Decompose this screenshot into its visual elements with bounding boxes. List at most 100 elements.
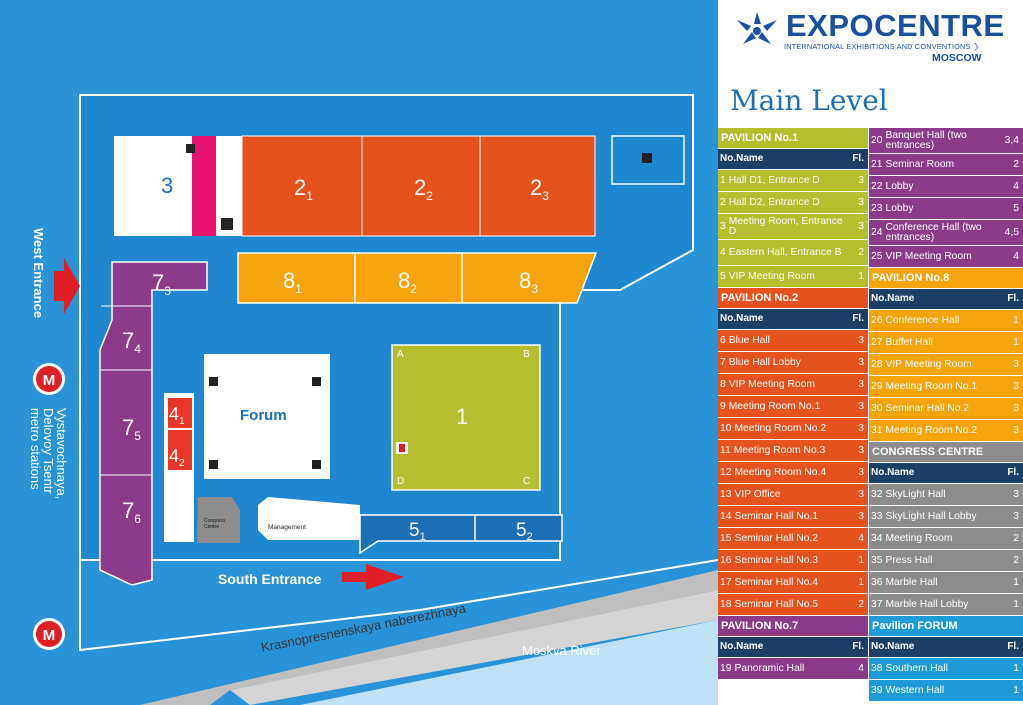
fence-south [79,559,718,652]
header-name: Name [887,467,915,478]
hall-2-2[interactable] [361,135,481,237]
service-building [611,135,685,185]
header-name: Name [736,641,764,652]
pavilion-3-lobby [192,136,216,236]
hall-5-1-label: 51 [409,520,426,543]
hall-2-3-label: 23 [530,175,549,203]
header-no: No. [871,467,888,478]
south-entrance-arrow [342,564,404,590]
management-label: Management [268,524,306,531]
congress-centre[interactable] [197,497,240,543]
road [230,590,718,705]
hall-1-label: 1 [456,404,468,429]
pavilion-1[interactable] [391,344,541,491]
pavilion-3[interactable] [114,136,192,236]
hall-2-2-label: 22 [414,175,433,203]
header-no: No. [720,153,737,164]
header-fl: Fl. [852,641,864,652]
hall-2-1[interactable] [241,135,363,237]
pavilion-1-header: PAVILION No.1 [718,128,868,148]
header-fl: Fl. [852,153,864,164]
hall-2-3[interactable] [479,135,596,237]
header-fl: Fl. [852,313,864,324]
road-edge [140,570,718,705]
svg-text:M: M [43,627,56,644]
pavilion-forum-header: Pavilion FORUM [869,616,1023,636]
congress-centre-header: CONGRESS CENTRE [869,442,1023,462]
hall-5-2-label: 52 [516,520,533,543]
header-name: Name [736,153,764,164]
metro-icon: M [33,363,65,395]
metro-label-3: metro stations [28,408,43,490]
pavilion-8[interactable] [237,252,598,304]
header-no: No. [871,293,888,304]
forum-label: Forum [240,407,287,424]
forum-pavilion[interactable] [204,354,330,479]
brand-subtitle-text: INTERNATIONAL EXHIBITIONS AND CONVENTION… [784,42,971,51]
zone-c-label: C [523,476,530,487]
table-header: No.Name Fl. [869,463,1023,483]
hall-8-2-label: 82 [398,268,417,296]
hall-8-3-label: 83 [519,268,538,296]
pavilion-5[interactable] [359,514,563,555]
hall-4-1[interactable] [168,398,192,428]
header-fl: Fl. [1007,467,1019,478]
hall-8-1-label: 81 [283,268,302,296]
chevron-right-icon: ❯ [972,42,980,51]
pavilion-4-lobby [164,498,194,542]
header-no: No. [720,641,737,652]
hall-4-2[interactable] [168,430,192,470]
header-fl: Fl. [1007,641,1019,652]
hall-2-1-label: 21 [294,175,313,203]
pavilion-7[interactable] [99,261,208,586]
header-no: No. [720,313,737,324]
expocentre-logo: EXPOCENTRE INTERNATIONAL EXHIBITIONS AND… [718,0,1023,78]
pavilion-3-label: 3 [161,173,173,198]
zone-a-label: A [397,349,404,360]
hall-4-2-label: 42 [169,446,185,469]
